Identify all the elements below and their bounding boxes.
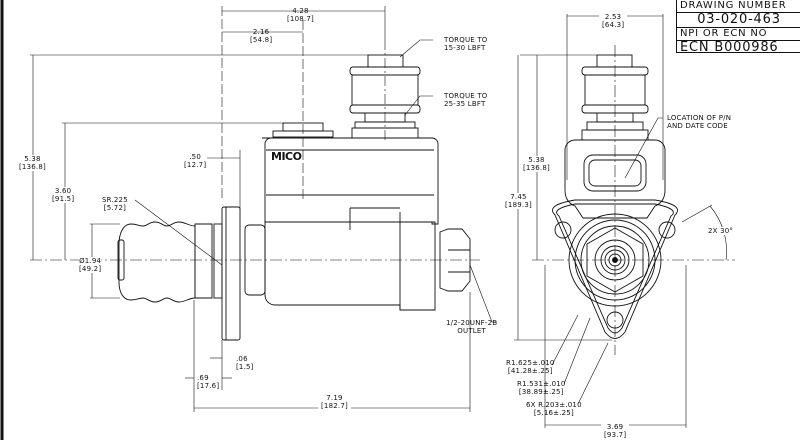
- dim-r-203: 6X R.203±.010[5.16±.25]: [526, 401, 582, 417]
- dim-r1-531: R1.531±.010[38.89±.25]: [517, 380, 566, 396]
- drawing-number: 03-020-463: [677, 13, 800, 28]
- dim-3-69: 3.69[93.7]: [601, 423, 630, 439]
- dim-r1-625: R1.625±.010[41.28±.25]: [506, 359, 555, 375]
- angle-2x-30: 2X 30°: [708, 227, 734, 235]
- dim-2-53: 2.53[64.3]: [599, 13, 628, 29]
- dim-5-38-end: 5.38[136.8]: [523, 156, 550, 172]
- end-view: [514, 14, 735, 428]
- dim-50: .50[12.7]: [184, 153, 207, 169]
- dim-69: .69[17.6]: [197, 374, 220, 390]
- drawing-number-label: DRAWING NUMBER: [677, 0, 800, 13]
- npi-label: NPI OR ECN NO: [677, 28, 800, 41]
- brand-logo: MICO: [271, 150, 302, 163]
- title-block: DRAWING NUMBER 03-020-463 NPI OR ECN NO …: [676, 0, 800, 54]
- dim-7-19: 7.19[182.7]: [318, 394, 351, 410]
- side-view: [30, 6, 497, 412]
- ecn-number: ECN B000986: [680, 41, 779, 54]
- dim-5-38-side: 5.38[136.8]: [19, 155, 46, 171]
- dim-sr-225: SR.225[5.72]: [102, 196, 128, 212]
- dim-2-16: 2.16[54.8]: [250, 28, 273, 44]
- dim-4-28: 4.28[108.7]: [287, 7, 314, 23]
- dim-06: .06[1.5]: [236, 355, 254, 371]
- dim-7-45: 7.45[189.3]: [505, 193, 532, 209]
- dim-boot-diameter: Ø1.94[49.2]: [79, 257, 102, 273]
- dim-3-60: 3.60[91.5]: [52, 187, 75, 203]
